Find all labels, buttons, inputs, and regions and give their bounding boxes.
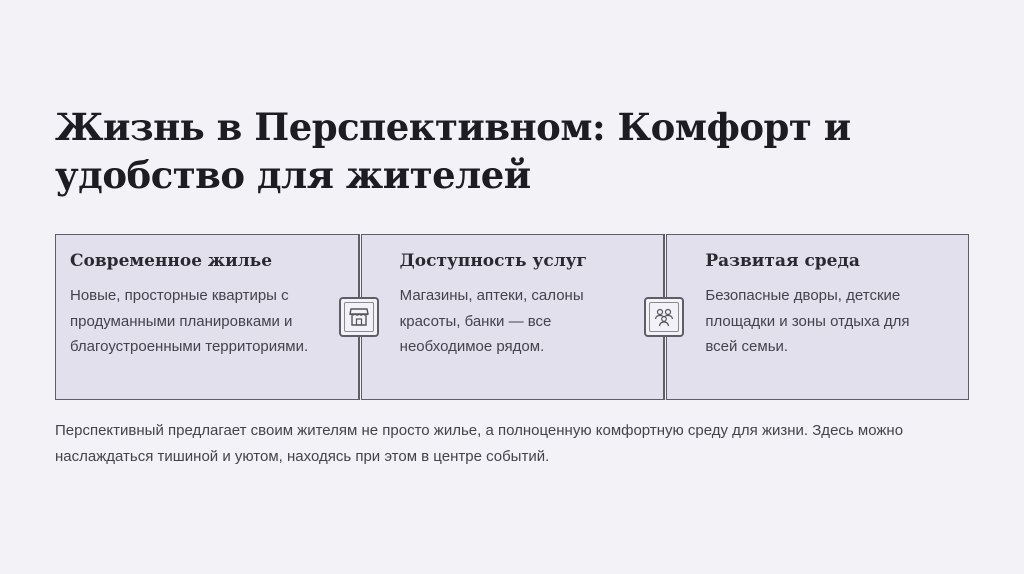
card-text: Безопасные дворы, детские площадки и зон… xyxy=(705,287,910,355)
card-title: Развитая среда xyxy=(705,251,860,271)
card-services: Доступность услуг Магазины, аптеки, сало… xyxy=(360,234,666,400)
card-environment: Развитая среда Безопасные дворы, детские… xyxy=(666,234,970,400)
people-icon xyxy=(644,297,684,337)
storefront-icon xyxy=(339,297,379,337)
card-text: Магазины, аптеки, салоны красоты, банки … xyxy=(399,287,584,355)
card-title: Доступность услуг xyxy=(399,251,587,271)
feature-cards: Современное жилье Новые, просторные квар… xyxy=(55,234,970,400)
card-modern-housing: Современное жилье Новые, просторные квар… xyxy=(55,234,360,400)
slide-title: Жизнь в Перспективном: Комфорт и удобств… xyxy=(55,105,851,197)
card-title: Современное жилье xyxy=(70,251,273,271)
summary-paragraph: Перспективный предлагает своим жителям н… xyxy=(55,422,904,465)
card-text: Новые, просторные квартиры с продуманным… xyxy=(70,287,309,355)
